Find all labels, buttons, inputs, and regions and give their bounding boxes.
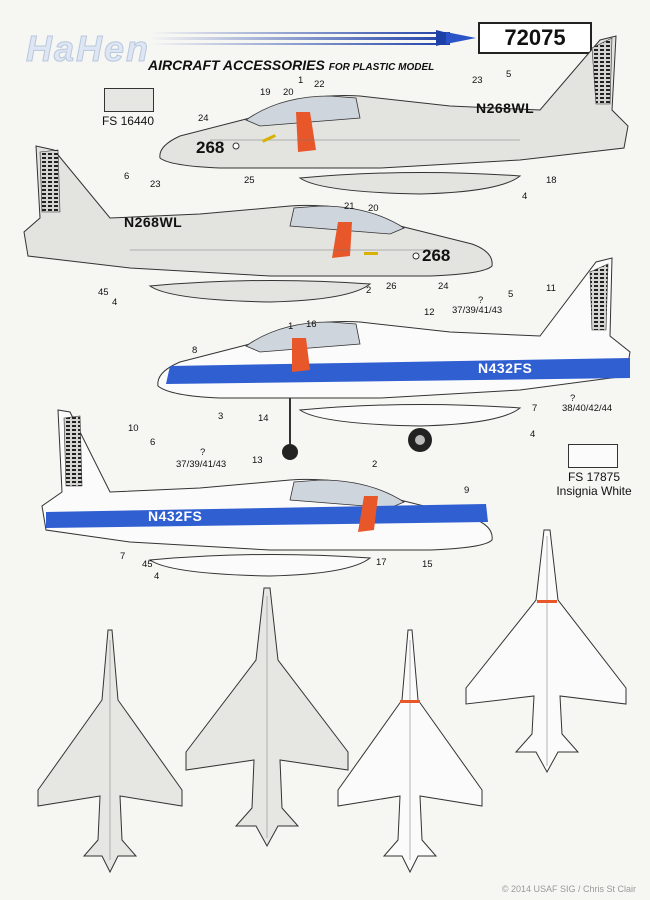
callout: 8 (192, 345, 198, 356)
callout: 4 (522, 191, 528, 202)
callout: 38/40/42/44 (562, 403, 613, 414)
modex-p1: 268 (196, 138, 225, 157)
profile-4-white-n432fs (41, 409, 493, 577)
profile-3-white-n432fs (157, 257, 631, 460)
registration-p4: N432FS (148, 508, 203, 524)
registration-p2: N268WL (124, 214, 183, 230)
catalog-number: 72075 (478, 22, 592, 54)
callout: 2 (366, 285, 372, 296)
subtitle-small: FOR PLASTIC MODEL (328, 62, 435, 73)
profile-1-grey-n268wl (159, 35, 629, 195)
callout: 37/39/41/43 (176, 459, 227, 470)
callout: ? (570, 393, 576, 404)
copyright-notice: © 2014 USAF SIG / Chris St Clair (501, 884, 636, 894)
planform-1 (37, 629, 183, 874)
callout: 6 (150, 437, 156, 448)
planform-2 (185, 587, 349, 848)
callout: 2 (372, 459, 378, 470)
callout: 19 (260, 87, 271, 98)
callout: 7 (532, 403, 538, 414)
callout: ? (200, 447, 206, 458)
callout: 37/39/41/43 (452, 305, 503, 316)
callout: 9 (464, 485, 470, 496)
sheet-subtitle: AIRCRAFT ACCESSORIES FOR PLASTIC MODEL (148, 57, 434, 73)
callout: ? (478, 295, 484, 306)
callout: 5 (508, 289, 514, 300)
callout: 6 (124, 171, 130, 182)
swatch-label-fs17875: FS 17875 (567, 470, 621, 484)
callout: 20 (283, 87, 294, 98)
callout: 18 (546, 175, 557, 186)
planform-4 (465, 529, 627, 774)
registration-p1: N268WL (476, 100, 535, 116)
callout: 1 (288, 321, 294, 332)
callout: 3 (218, 411, 224, 422)
profile-2-grey-n268wl (23, 145, 493, 303)
callout: 1 (298, 75, 304, 86)
callout: 22 (314, 79, 325, 90)
callout: 14 (258, 413, 269, 424)
callout: 45 (142, 559, 153, 570)
callout: 12 (424, 307, 435, 318)
swatch-name-fs17875: Insignia White (556, 484, 632, 498)
callout: 23 (472, 75, 483, 86)
callout: 11 (546, 283, 556, 294)
callout: 15 (422, 559, 433, 570)
speed-stripes (150, 30, 476, 46)
brand-logo: HaHen (25, 28, 151, 70)
callout: 17 (376, 557, 387, 568)
callout: 24 (438, 281, 449, 292)
callout: 4 (530, 429, 536, 440)
callout: 4 (112, 297, 118, 308)
callout: 5 (506, 69, 512, 80)
callout: 24 (198, 113, 209, 124)
callout: 21 (344, 201, 355, 212)
callout: 23 (150, 179, 161, 190)
swatch-label-fs16440: FS 16440 (101, 114, 155, 128)
modex-p2: 268 (422, 246, 451, 265)
color-swatch-fs17875 (568, 444, 618, 468)
callout: 13 (252, 455, 263, 466)
planform-3 (337, 629, 483, 874)
callout: 26 (386, 281, 397, 292)
callout: 16 (306, 319, 317, 330)
subtitle-main: AIRCRAFT ACCESSORIES (148, 57, 325, 73)
callout: 25 (244, 175, 255, 186)
callout: 20 (368, 203, 379, 214)
callout: 4 (154, 571, 160, 582)
callout: 7 (120, 551, 126, 562)
color-swatch-fs16440 (104, 88, 154, 112)
callout: 45 (98, 287, 109, 298)
registration-p3: N432FS (478, 360, 533, 376)
callout: 10 (128, 423, 139, 434)
